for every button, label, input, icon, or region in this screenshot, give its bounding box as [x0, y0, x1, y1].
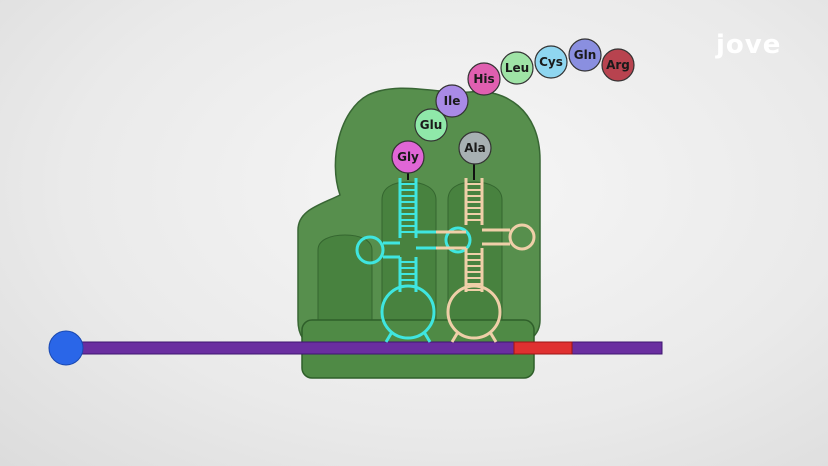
stop-codon [513, 341, 573, 355]
ribosome-site-e [317, 234, 373, 331]
trna-p-site [355, 178, 472, 343]
amino-acid-gln: Gln [568, 38, 602, 72]
amino-acid-glu: Glu [414, 108, 448, 142]
amino-acid-his: His [467, 62, 501, 96]
trna-right-t-loop [508, 223, 536, 251]
amino-acid-gly: Gly [391, 140, 425, 174]
amino-acid-arg: Arg [601, 48, 635, 82]
amino-acid-label: Gln [574, 48, 597, 62]
logo-text: jove [715, 30, 781, 60]
amino-acid-label: Leu [505, 61, 529, 75]
amino-acid-label: Gly [397, 150, 419, 164]
amino-acid-label: Cys [539, 55, 563, 69]
trna-a-site [436, 178, 536, 343]
trna-right-anticodon-loop [446, 284, 502, 340]
amino-acid-label: Ile [444, 94, 461, 108]
amino-acid-cys: Cys [534, 45, 568, 79]
mrna-5prime-cap [48, 330, 84, 366]
ribosome-site-p [381, 181, 437, 331]
amino-acid-ala: Ala [458, 131, 492, 165]
trna-left-d-loop [355, 235, 385, 265]
amino-acid-label: Arg [606, 58, 630, 72]
amino-acid-label: Glu [420, 118, 443, 132]
mrna-strand [48, 330, 663, 366]
amino-acid-leu: Leu [500, 51, 534, 85]
trna-left-t-loop [444, 226, 472, 254]
jove-logo: jove [715, 30, 781, 60]
amino-acid-label: His [473, 72, 494, 86]
trna-left-anticodon-loop [380, 284, 436, 340]
trna-right-acceptor-stem [466, 183, 482, 291]
ribosome-site-a [447, 181, 503, 331]
incoming-amino-acid: Ala [458, 131, 492, 165]
amino-acid-label: Ala [464, 141, 486, 155]
amino-acid-ile: Ile [435, 84, 469, 118]
